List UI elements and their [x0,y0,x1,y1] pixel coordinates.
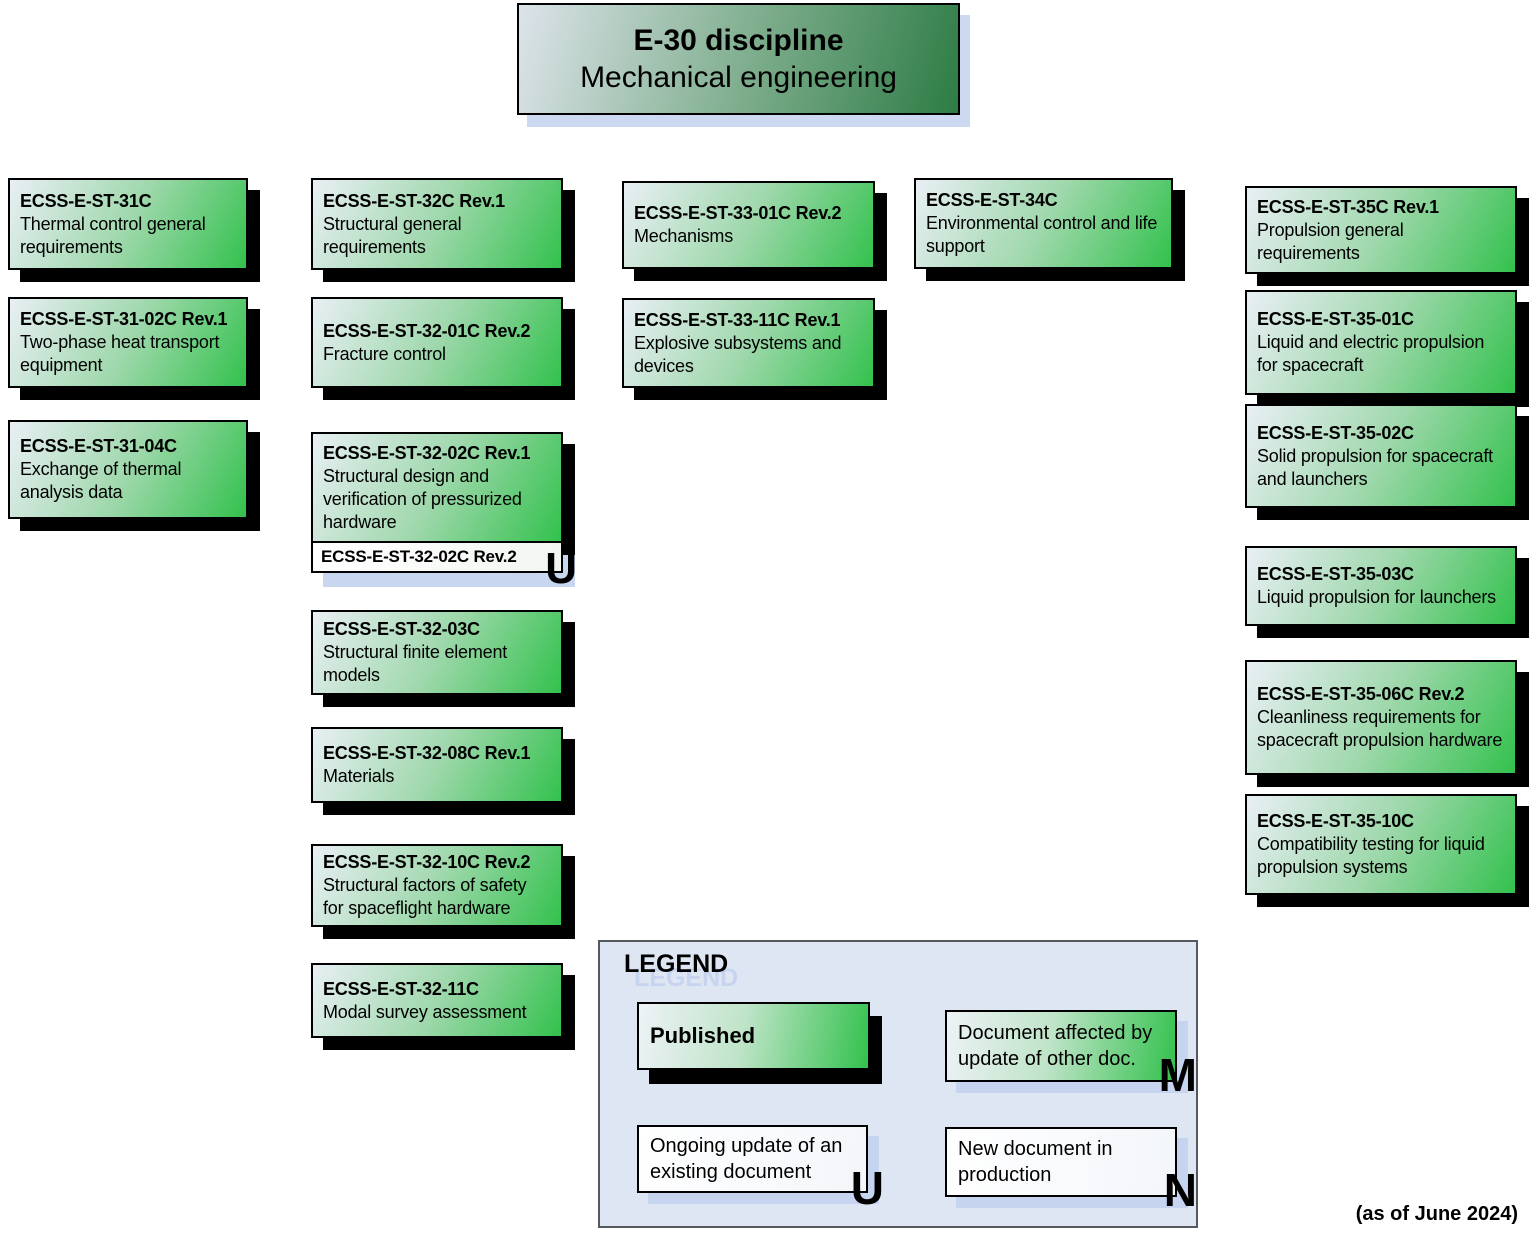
doc-code: ECSS-E-ST-32C Rev.1 [323,190,505,211]
status-marker-new: N [1163,1164,1197,1216]
doc-box-e-st-32-01c: ECSS-E-ST-32-01C Rev.2 Fracture control [311,297,563,388]
doc-code: ECSS-E-ST-31C [20,190,152,211]
doc-title: Liquid and electric propulsion for space… [1257,332,1485,375]
discipline-code: E-30 discipline [633,24,844,57]
doc-title: Structural factors of safety for spacefl… [323,875,527,918]
doc-title: Materials [323,766,395,786]
doc-title: Modal survey assessment [323,1001,527,1022]
doc-code: ECSS-E-ST-35-02C [1257,422,1414,443]
doc-code: ECSS-E-ST-32-01C Rev.2 [323,320,531,341]
legend-label: Document affected by update of other doc… [958,1022,1153,1070]
doc-box-e-st-35-01c: ECSS-E-ST-35-01C Liquid and electric pro… [1245,290,1517,395]
doc-code: ECSS-E-ST-33-11C Rev.1 [634,309,841,330]
legend-item-published: Published [637,1002,870,1070]
status-marker-ongoing: U [850,1162,884,1214]
legend-item-new-document: New document in production N [945,1127,1197,1213]
doc-box-e-st-35-03c: ECSS-E-ST-35-03C Liquid propulsion for l… [1245,546,1517,626]
doc-box-e-st-32-02c: ECSS-E-ST-32-02C Rev.1 Structural design… [311,432,563,543]
legend-label: New document in production [958,1138,1113,1186]
doc-box-e-st-33-01c: ECSS-E-ST-33-01C Rev.2 Mechanisms [622,181,875,269]
doc-box-e-st-35-10c: ECSS-E-ST-35-10C Compatibility testing f… [1245,794,1517,895]
status-marker-affected: M [1158,1049,1197,1101]
doc-code: ECSS-E-ST-35-10C [1257,811,1414,831]
doc-title: Thermal control general requirements [20,213,206,257]
legend-heading: LEGEND [624,950,729,978]
doc-box-e-st-31-04c: ECSS-E-ST-31-04C Exchange of thermal ana… [8,420,248,519]
doc-title: Explosive subsystems and devices [634,332,842,376]
doc-title: Fracture control [323,343,446,364]
legend-label: Ongoing update of an existing document [650,1135,843,1183]
doc-box-e-st-32c: ECSS-E-ST-32C Rev.1 Structural general r… [311,178,563,270]
doc-box-e-st-34c: ECSS-E-ST-34C Environmental control and … [914,178,1173,269]
doc-title: Structural finite element models [323,642,508,685]
legend-label: Published [650,1023,756,1048]
doc-title: Solid propulsion for spacecraft and laun… [1257,445,1493,489]
legend-item-affected: Document affected by update of other doc… [945,1010,1197,1098]
discipline-name: Mechanical engineering [580,61,897,94]
doc-box-e-st-32-11c: ECSS-E-ST-32-11C Modal survey assessment [311,963,563,1038]
doc-box-e-st-32-03c: ECSS-E-ST-32-03C Structural finite eleme… [311,610,563,695]
doc-box-e-st-32-08c: ECSS-E-ST-32-08C Rev.1 Materials [311,727,563,803]
doc-title: Exchange of thermal analysis data [20,459,182,502]
doc-title: Mechanisms [634,226,734,246]
doc-code: ECSS-E-ST-32-02C Rev.1 [323,442,531,463]
doc-box-e-st-31c: ECSS-E-ST-31C Thermal control general re… [8,178,248,270]
doc-code: ECSS-E-ST-35C Rev.1 [1257,196,1439,217]
doc-code: ECSS-E-ST-33-01C Rev.2 [634,203,842,223]
doc-code: ECSS-E-ST-31-04C [20,436,177,456]
doc-title: Propulsion general requirements [1257,219,1404,263]
doc-code: ECSS-E-ST-32-02C Rev.2 [321,547,517,566]
legend-item-ongoing-update: Ongoing update of an existing document U [637,1125,884,1211]
doc-title: Compatibility testing for liquid propuls… [1257,834,1485,877]
doc-box-e-st-33-11c: ECSS-E-ST-33-11C Rev.1 Explosive subsyst… [622,298,875,388]
doc-code: ECSS-E-ST-32-08C Rev.1 [323,743,531,763]
discipline-title-box: E-30 discipline Mechanical engineering [517,3,960,115]
doc-code: ECSS-E-ST-32-10C Rev.2 [323,852,531,872]
status-marker-update: U [545,544,577,593]
doc-code: ECSS-E-ST-32-03C [323,619,480,639]
doc-title: Cleanliness requirements for spacecraft … [1257,707,1503,750]
doc-title: Liquid propulsion for launchers [1257,587,1496,607]
doc-box-e-st-31-02c: ECSS-E-ST-31-02C Rev.1 Two-phase heat tr… [8,297,248,388]
doc-title: Structural design and verification of pr… [323,465,522,532]
doc-box-e-st-35-06c: ECSS-E-ST-35-06C Rev.2 Cleanliness requi… [1245,660,1517,775]
legend-panel: LEGEND Published Document affected by up… [598,940,1198,1228]
doc-box-e-st-32-10c: ECSS-E-ST-32-10C Rev.2 Structural factor… [311,844,563,927]
as-of-date-note: (as of June 2024) [1355,1203,1518,1225]
doc-code: ECSS-E-ST-34C [926,190,1058,210]
doc-box-e-st-35-02c: ECSS-E-ST-35-02C Solid propulsion for sp… [1245,404,1517,508]
doc-code: ECSS-E-ST-35-06C Rev.2 [1257,684,1465,704]
doc-code: ECSS-E-ST-32-11C [323,978,479,999]
doc-strip-e-st-32-02c-rev2: ECSS-E-ST-32-02C Rev.2 U [311,541,577,591]
doc-box-e-st-35c: ECSS-E-ST-35C Rev.1 Propulsion general r… [1245,186,1517,274]
doc-code: ECSS-E-ST-35-03C [1257,564,1414,584]
doc-title: Two-phase heat transport equipment [20,332,220,375]
doc-code: ECSS-E-ST-35-01C [1257,309,1414,329]
doc-code: ECSS-E-ST-31-02C Rev.1 [20,309,228,329]
doc-title: Environmental control and life support [926,213,1158,256]
doc-title: Structural general requirements [323,213,462,257]
